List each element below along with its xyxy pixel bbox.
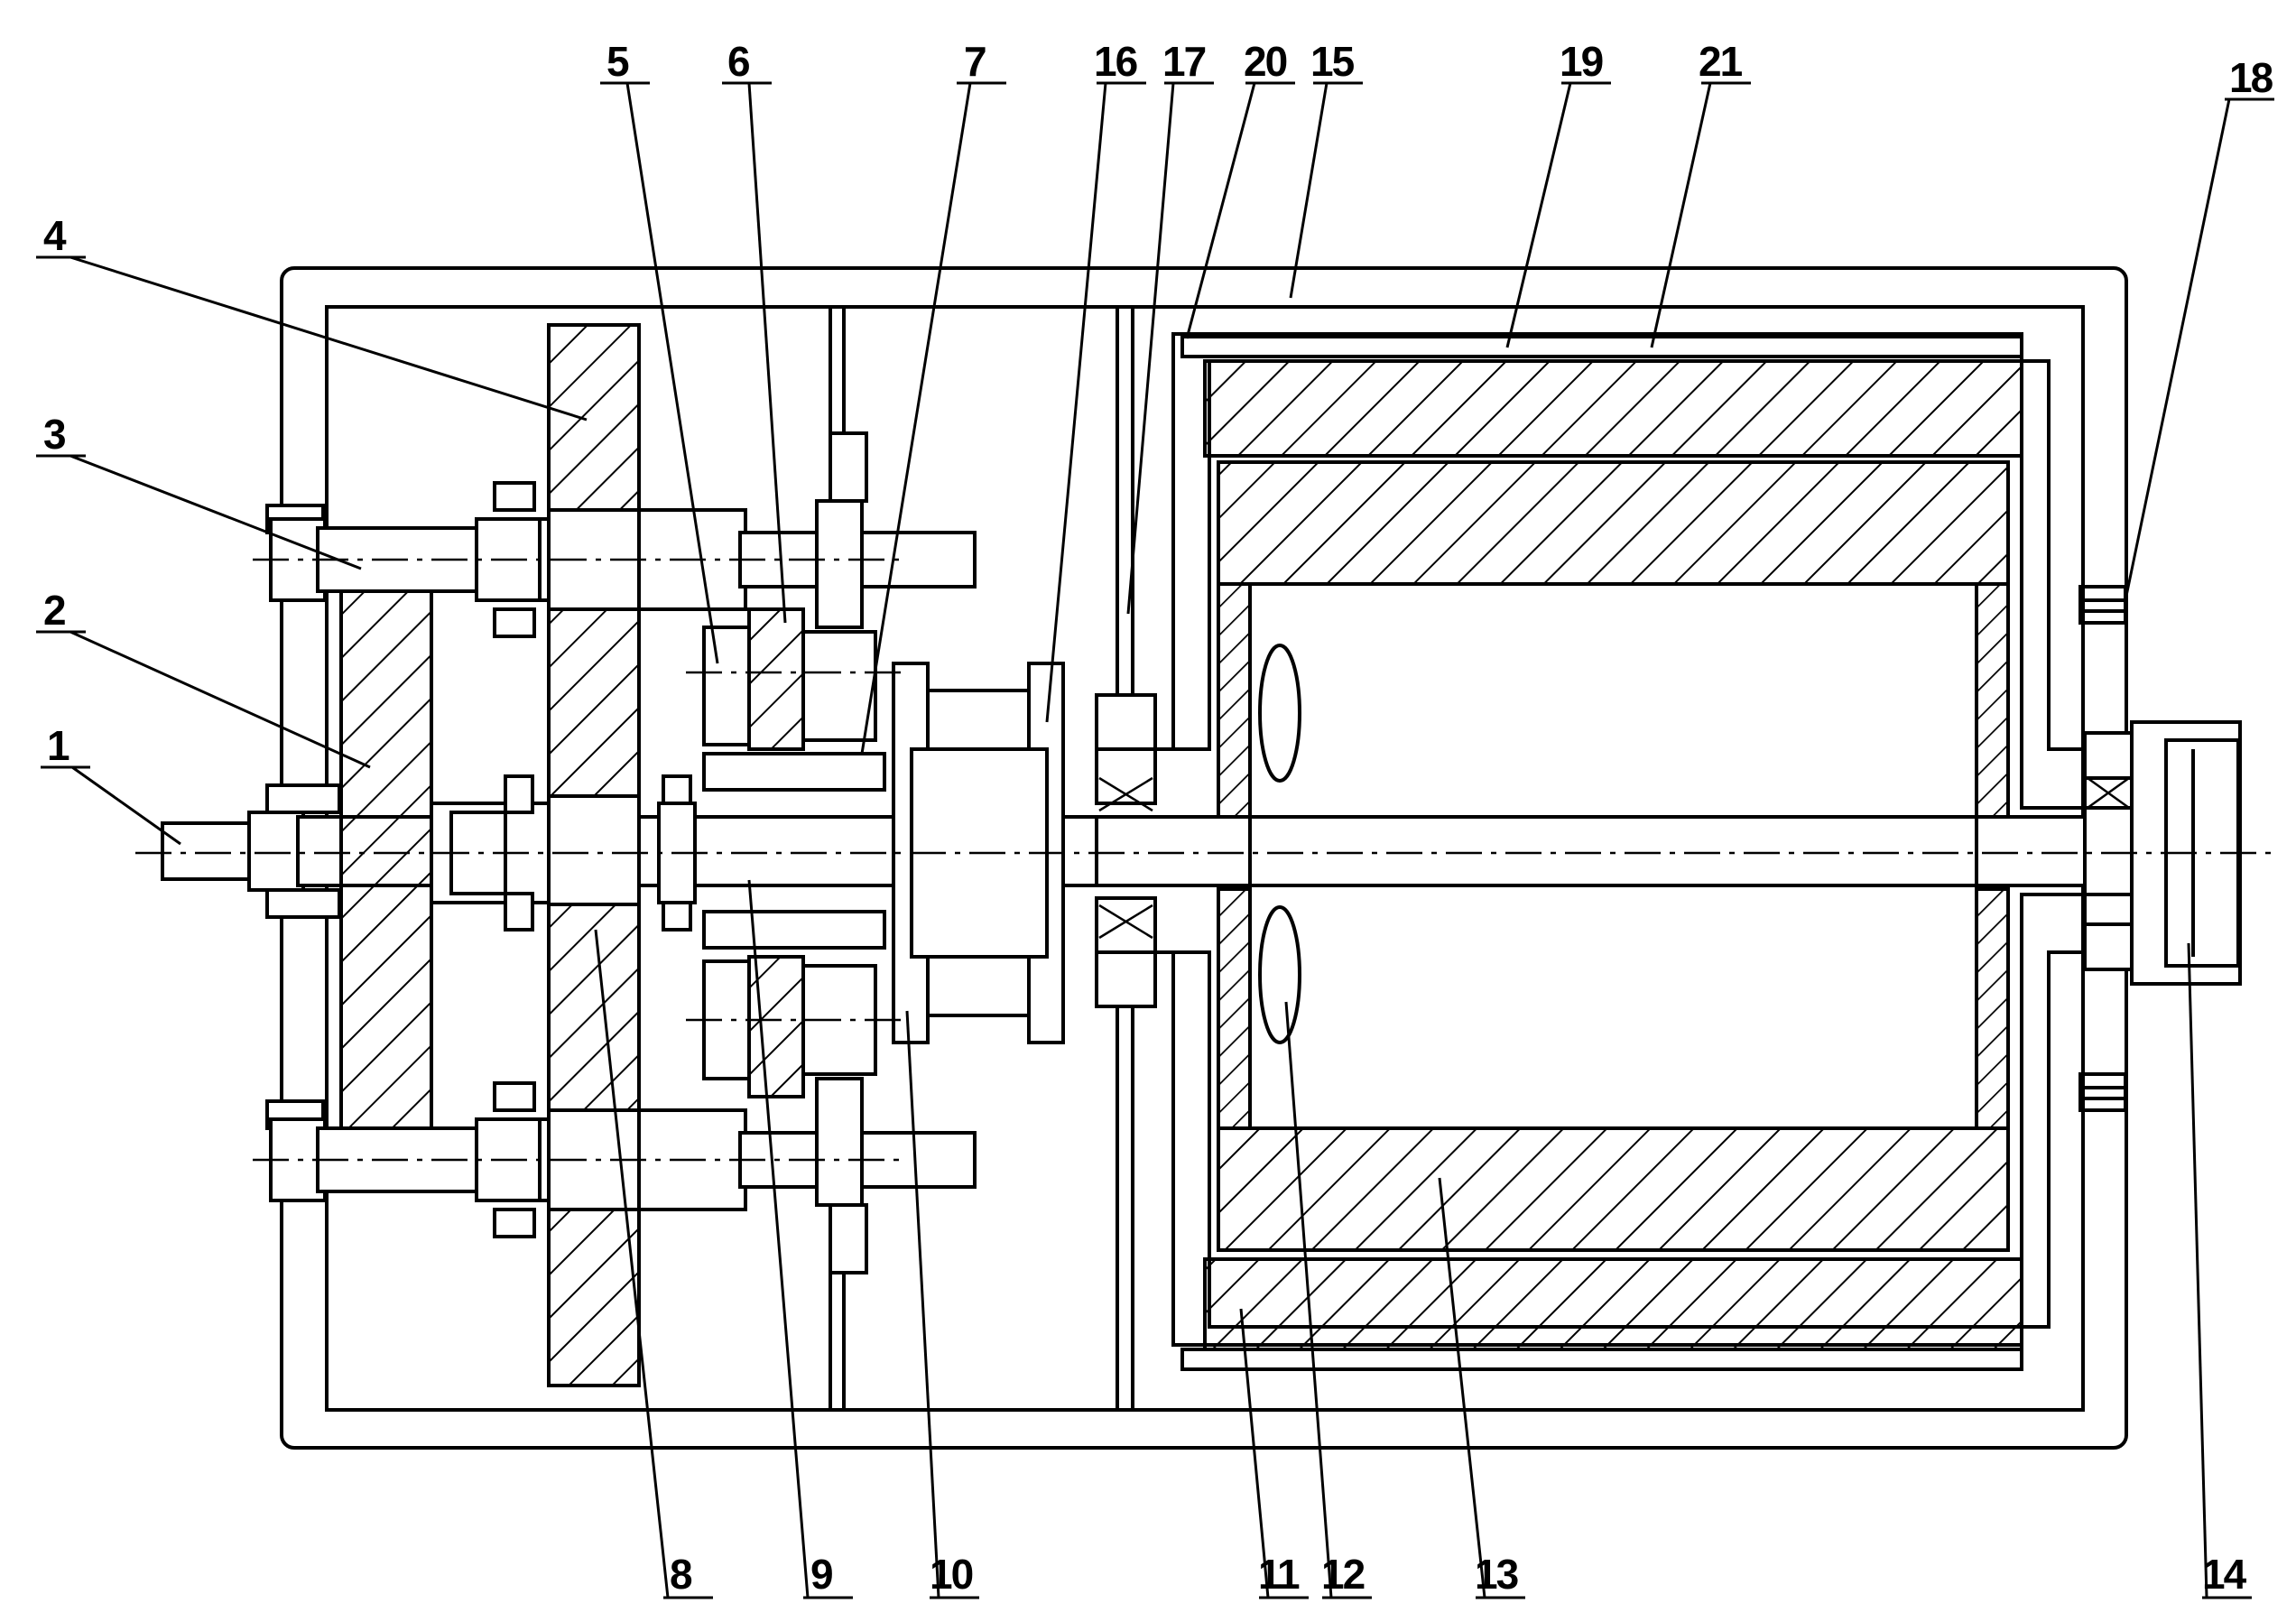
label-7: 7 (964, 38, 986, 85)
bearing-17 (1095, 693, 1157, 1008)
label-8: 8 (670, 1551, 692, 1598)
centre-lines (135, 558, 2274, 1162)
callout-labels: 1 2 3 4 5 6 7 16 17 20 (36, 38, 2275, 1599)
gear-2 (339, 576, 433, 1139)
label-2: 2 (43, 587, 65, 634)
partition-walls (829, 307, 1134, 1410)
label-3: 3 (43, 411, 65, 458)
label-19: 19 (1560, 38, 1603, 85)
carrier-8 (430, 774, 697, 931)
label-14: 14 (2202, 1551, 2247, 1598)
stator-teeth-top (1180, 335, 2023, 358)
rotor-upper (1217, 460, 2010, 586)
planet-stage-lower (702, 910, 886, 1274)
label-18: 18 (2229, 54, 2273, 101)
label-1: 1 (47, 722, 69, 769)
fan-blade-12 (1258, 644, 1301, 1044)
stator-core-upper (1203, 359, 2023, 458)
stator-teeth-bottom (1180, 1348, 2023, 1371)
gear-4 (547, 323, 641, 1387)
stator-core-lower (1203, 1257, 2023, 1351)
label-4: 4 (43, 212, 67, 259)
label-20: 20 (1244, 38, 1287, 85)
label-5: 5 (606, 38, 629, 85)
label-12: 12 (1321, 1551, 1365, 1598)
rotor-inner-right-upper (1975, 582, 2010, 819)
rotor-lower (1217, 1126, 2010, 1252)
rotor-inner-left-upper (1217, 582, 1252, 819)
rotor-inner-left-lower (1217, 887, 1252, 1130)
planet-stage-upper (702, 431, 886, 792)
rotor-inner-right-lower (1975, 887, 2010, 1130)
rotor-cavity (1248, 582, 1978, 1130)
label-16: 16 (1094, 38, 1137, 85)
label-15: 15 (1310, 38, 1355, 85)
label-9: 9 (810, 1551, 832, 1598)
label-10: 10 (930, 1551, 973, 1598)
label-21: 21 (1699, 38, 1743, 85)
label-17: 17 (1162, 38, 1206, 85)
label-13: 13 (1475, 1551, 1518, 1598)
seal-18 (2078, 585, 2127, 1112)
label-6: 6 (727, 38, 749, 85)
label-11: 11 (1258, 1551, 1300, 1598)
